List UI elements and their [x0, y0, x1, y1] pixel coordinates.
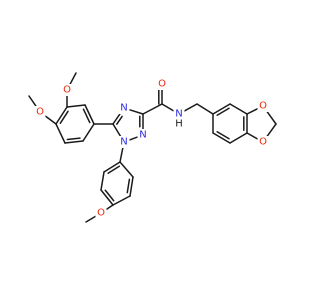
single-bond [246, 107, 259, 115]
atom-symbol: O [36, 107, 44, 118]
atom-label-background [34, 106, 46, 118]
atom-label-n: N [118, 136, 130, 148]
atom-label-o: O [257, 100, 269, 112]
single-bond [246, 132, 259, 140]
double-bond-inner-line [82, 108, 91, 124]
single-bond [229, 103, 248, 115]
single-bond [161, 103, 175, 112]
single-bond [229, 132, 248, 144]
double-bond [112, 112, 122, 125]
double-bond-inner-line [104, 189, 115, 202]
single-bond [112, 195, 131, 206]
atom-label-n: N [173, 108, 185, 120]
atom-label-background [257, 136, 269, 148]
single-bond [112, 123, 122, 138]
double-bond [55, 106, 68, 125]
single-bond [119, 161, 134, 178]
atom-symbol: H [175, 119, 183, 130]
atom-symbol: N [120, 103, 127, 114]
double-bond-inner-line [126, 178, 131, 194]
single-bond [44, 114, 57, 125]
atom-symbol: N [120, 137, 127, 148]
atom-symbol: O [158, 79, 166, 90]
double-bond [100, 189, 114, 206]
single-bond [100, 171, 105, 191]
single-bond [69, 72, 77, 86]
single-bond [265, 123, 277, 138]
atom-label-o: O [95, 207, 107, 219]
double-bond-inner-line [216, 107, 230, 117]
atom-label-n: N [118, 102, 130, 114]
single-bond [82, 123, 95, 142]
single-bond [66, 104, 86, 108]
atom-label-h: H [173, 118, 185, 130]
double-bond-inner-line [107, 165, 121, 174]
double-bond [129, 176, 134, 197]
single-bond [265, 110, 277, 125]
atom-label-o: O [61, 84, 73, 96]
double-bond [84, 104, 95, 125]
atom-symbol: O [259, 137, 267, 148]
atom-label-background [61, 84, 73, 96]
atom-label-o: O [257, 136, 269, 148]
single-bond [105, 204, 114, 211]
atom-symbol: O [97, 208, 105, 219]
atom-label-o: O [34, 106, 46, 118]
atom-symbol: N [139, 130, 146, 141]
single-bond [142, 103, 163, 115]
atom-label-background [137, 129, 149, 141]
single-bond [196, 103, 214, 115]
atom-label-o: O [156, 78, 168, 90]
single-bond [55, 123, 66, 144]
single-bond [128, 136, 139, 141]
single-bond [128, 109, 144, 115]
double-bond [103, 161, 121, 173]
single-bond [119, 147, 124, 163]
double-bond-inner-line [116, 115, 123, 125]
atom-label-background [118, 136, 130, 148]
atom-symbol: O [259, 101, 267, 112]
atom-label-background [118, 102, 130, 114]
atom-label-background [95, 207, 107, 219]
double-bond [212, 132, 231, 144]
atom-label-background [173, 108, 185, 120]
atom-label-background [257, 100, 269, 112]
double-bond [64, 140, 84, 144]
atom-symbol: O [63, 85, 71, 96]
double-bond [212, 103, 231, 115]
atom-label-background [156, 78, 168, 90]
atom-label-n: N [137, 129, 149, 141]
double-bond-inner-line [59, 110, 69, 124]
single-bond [28, 95, 38, 108]
double-bond-inner-line [216, 130, 230, 140]
atom-symbol: N [175, 109, 182, 120]
single-bond [85, 215, 97, 223]
single-bond [183, 103, 198, 112]
double-bond-inner-line [66, 137, 81, 141]
atom-label-background [173, 118, 185, 130]
